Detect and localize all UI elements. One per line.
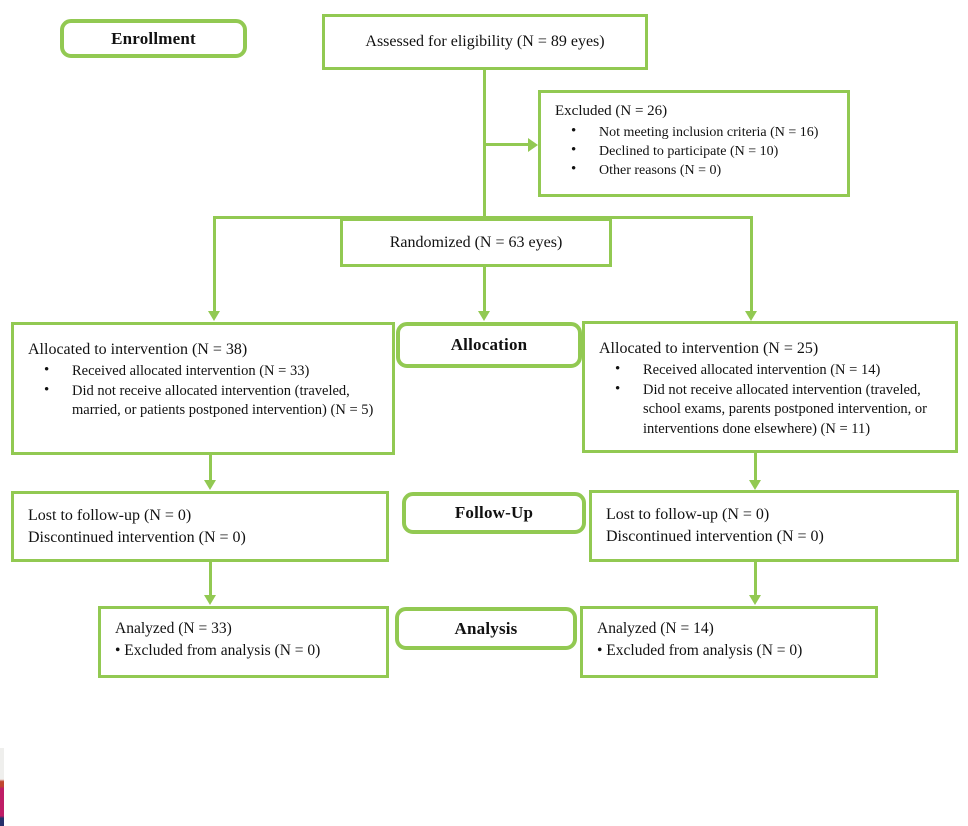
excluded-item: Not meeting inclusion criteria (N = 16) bbox=[555, 122, 837, 142]
stage-label-enrollment: Enrollment bbox=[60, 19, 247, 58]
followup-right-line: Lost to follow-up (N = 0) bbox=[606, 506, 770, 523]
excluded-item: Declined to participate (N = 10) bbox=[555, 141, 837, 161]
followup-left-line: Lost to follow-up (N = 0) bbox=[28, 506, 192, 524]
stage-label-allocation: Allocation bbox=[396, 322, 582, 368]
box-analyzed-left: Analyzed (N = 33) • Excluded from analys… bbox=[98, 606, 389, 678]
followup-left-line: Discontinued intervention (N = 0) bbox=[28, 528, 246, 546]
allocated-right-item: Received allocated intervention (N = 14) bbox=[599, 360, 945, 381]
allocated-left-item: Did not receive allocated intervention (… bbox=[28, 381, 382, 421]
allocated-left-list: Received allocated intervention (N = 33)… bbox=[28, 361, 382, 421]
connector-randomized-branch bbox=[213, 216, 753, 219]
connector-followup-analysis-left-arrow bbox=[204, 561, 216, 605]
connector-followup-analysis-right-arrow bbox=[749, 560, 761, 605]
box-allocated-left: Allocated to intervention (N = 38) Recei… bbox=[11, 322, 395, 455]
box-followup-left: Lost to follow-up (N = 0) Discontinued i… bbox=[11, 491, 389, 562]
allocated-right-item: Did not receive allocated intervention (… bbox=[599, 380, 945, 440]
box-allocated-right: Allocated to intervention (N = 25) Recei… bbox=[582, 321, 958, 453]
connector-to-alloc-left-arrow bbox=[208, 218, 220, 321]
analyzed-right-title: Analyzed (N = 14) bbox=[597, 620, 714, 637]
allocated-left-title: Allocated to intervention (N = 38) bbox=[28, 341, 248, 358]
box-analyzed-right: Analyzed (N = 14) • Excluded from analys… bbox=[580, 606, 878, 678]
stage-label-followup: Follow-Up bbox=[402, 492, 586, 534]
box-excluded: Excluded (N = 26) Not meeting inclusion … bbox=[538, 90, 850, 197]
box-randomized: Randomized (N = 63 eyes) bbox=[340, 218, 612, 267]
randomized-text: Randomized (N = 63 eyes) bbox=[389, 233, 563, 251]
connector-excluded-arrow bbox=[485, 137, 538, 152]
allocated-right-list: Received allocated intervention (N = 14)… bbox=[599, 360, 945, 440]
excluded-title: Excluded (N = 26) bbox=[555, 103, 668, 119]
allocated-left-item: Received allocated intervention (N = 33) bbox=[28, 361, 382, 382]
excluded-item: Other reasons (N = 0) bbox=[555, 160, 837, 180]
stage-label-analysis: Analysis bbox=[395, 607, 577, 650]
analyzed-right-bullet: • Excluded from analysis (N = 0) bbox=[597, 642, 803, 659]
followup-right-line: Discontinued intervention (N = 0) bbox=[606, 528, 824, 545]
connector-randomized-allocation-arrow bbox=[478, 266, 490, 321]
box-assessed-eligibility: Assessed for eligibility (N = 89 eyes) bbox=[322, 14, 648, 70]
assessed-eligibility-text: Assessed for eligibility (N = 89 eyes) bbox=[365, 33, 605, 50]
allocated-right-title: Allocated to intervention (N = 25) bbox=[599, 340, 819, 357]
connector-eligibility-down bbox=[483, 69, 486, 218]
connector-alloc-followup-right-arrow bbox=[749, 451, 761, 490]
box-followup-right: Lost to follow-up (N = 0) Discontinued i… bbox=[589, 490, 959, 562]
analyzed-left-title: Analyzed (N = 33) bbox=[115, 620, 232, 637]
screen-edge-artifact bbox=[0, 748, 4, 826]
connector-to-alloc-right-arrow bbox=[745, 218, 757, 321]
connector-alloc-followup-left-arrow bbox=[204, 454, 216, 490]
excluded-list: Not meeting inclusion criteria (N = 16) … bbox=[555, 122, 837, 180]
analyzed-left-bullet: • Excluded from analysis (N = 0) bbox=[115, 642, 321, 659]
